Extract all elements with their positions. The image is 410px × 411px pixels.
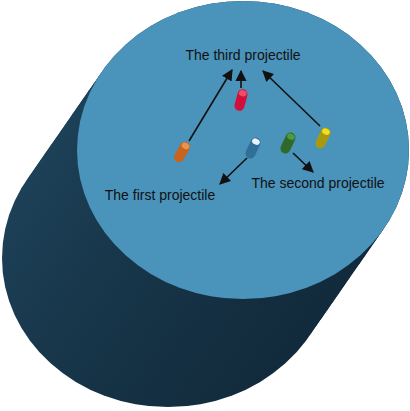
leader-arrow xyxy=(293,153,313,172)
projectile-label: The second projectile xyxy=(251,176,384,191)
projectile xyxy=(233,88,248,112)
leader-arrow xyxy=(240,71,242,88)
leader-arrow xyxy=(263,71,320,126)
leader-arrow xyxy=(220,158,247,184)
projectile xyxy=(279,131,297,155)
projectile xyxy=(314,126,332,150)
projectile-label: The first projectile xyxy=(105,188,215,203)
projectile xyxy=(244,136,262,160)
projectile xyxy=(172,140,192,164)
projectile-label: The third projectile xyxy=(185,48,300,63)
cylinder-side-fill xyxy=(77,1,409,299)
leader-arrow xyxy=(189,70,232,141)
cylinder-top xyxy=(77,1,409,299)
